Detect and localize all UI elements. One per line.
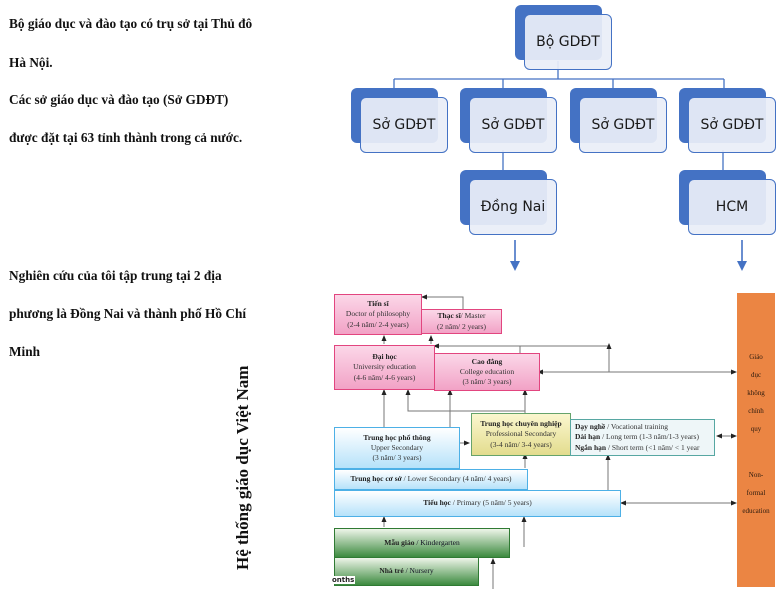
box-english: / Kindergarten [414, 537, 460, 547]
box-english: / Long term (1-3 năm/1-3 years) [600, 432, 699, 442]
box-english: University education [353, 362, 416, 372]
box-duration: (3 năm/ 3 years) [372, 453, 422, 463]
box-english: College education [459, 366, 515, 376]
box-duration: (2 năm/ 2 years) [437, 321, 486, 331]
org-node-label: Bộ GDĐT [524, 14, 612, 70]
research-text-line: phương là Đồng Nai và thành phố Hồ Chí [9, 306, 247, 321]
box-english: Upper Secondary [370, 442, 424, 452]
nonformal-vi: quy [750, 425, 762, 433]
org-node-so-gddt: Sở GDĐT [679, 88, 779, 153]
nonformal-vi: chính [748, 407, 764, 415]
box-english: / Primary (5 năm/ 5 years) [450, 498, 532, 508]
research-text-line: Minh [9, 344, 41, 359]
box-title: Mẫu giáo [384, 537, 415, 547]
box-duration: (3 năm/ 3 years) [462, 377, 512, 387]
down-arrows [510, 240, 747, 271]
org-node-label: Sở GDĐT [360, 97, 448, 153]
org-node-so-gddt: Sở GDĐT [351, 88, 451, 153]
edu-box-university: Đại học University education (4-6 năm/ 4… [334, 345, 435, 390]
edu-box-primary: Tiểu học / Primary (5 năm/ 5 years) [334, 490, 621, 517]
edu-box-upper-secondary: Trung học phổ thông Upper Secondary (3 n… [334, 427, 460, 469]
box-duration: (4-6 năm/ 4-6 years) [353, 372, 416, 382]
box-line: Nhà trẻ / Nursery [379, 566, 433, 576]
box-english: / Lower Secondary (4 năm/ 4 years) [401, 474, 512, 484]
org-node-label: Đồng Nai [469, 179, 557, 235]
box-title: Thạc sĩ [437, 311, 461, 321]
down-arrow-icon [737, 261, 747, 271]
org-node-label: HCM [688, 179, 776, 235]
org-node-dong-nai: Đồng Nai [460, 170, 560, 235]
intro-text-line: Hà Nội. [9, 55, 53, 70]
edu-arrowheads [381, 294, 737, 564]
edu-box-lower-secondary: Trung học cơ sở / Lower Secondary (4 năm… [334, 469, 528, 490]
box-line: Ngắn hạn / Short term (<1 năm/ < 1 year [575, 443, 700, 453]
box-title: Tiến sĩ [367, 299, 389, 309]
box-title: Nhà trẻ [379, 566, 404, 576]
box-line: Thạc sĩ/ Master [438, 311, 486, 321]
box-english: / Nursery [403, 566, 434, 576]
box-english: / Master [460, 311, 486, 321]
box-english: / Vocational training [605, 422, 669, 432]
research-text-line: Nghiên cứu của tôi tập trung tại 2 địa [9, 268, 222, 283]
edu-box-doctor: Tiến sĩ Doctor of philosophy (2-4 năm/ 2… [334, 294, 422, 335]
org-node-label: Sở GDĐT [469, 97, 557, 153]
edu-box-vocational: Dạy nghề / Vocational training Dài hạn /… [570, 419, 715, 456]
nonformal-vi: Giáo [749, 353, 763, 361]
edu-connectors [383, 296, 735, 589]
box-title: Trung học phổ thông [363, 432, 431, 442]
box-english: / Short term (<1 năm/ < 1 year [606, 442, 700, 452]
box-term: Ngắn hạn [575, 442, 607, 452]
nonformal-education-column: Giáo dục không chính quy Non- formal edu… [737, 293, 775, 587]
months-label: onths [331, 576, 356, 584]
org-node-so-gddt: Sở GDĐT [460, 88, 560, 153]
nonformal-en: Non- [748, 471, 764, 479]
org-node-label: Sở GDĐT [688, 97, 776, 153]
nonformal-en: education [742, 507, 770, 515]
edu-box-nursery: Nhà trẻ / Nursery [334, 557, 479, 586]
box-line: Tiểu học / Primary (5 năm/ 5 years) [423, 498, 531, 508]
intro-text-line: Bộ giáo dục và đào tạo có trụ sở tại Thủ… [9, 16, 253, 31]
org-node-bo-gddt: Bộ GDĐT [515, 5, 615, 70]
org-node-so-gddt: Sở GDĐT [570, 88, 670, 153]
box-line: Mẫu giáo / Kindergarten [384, 538, 459, 548]
box-line: Trung học cơ sở / Lower Secondary (4 năm… [350, 474, 511, 484]
box-title: Cao đẳng [471, 356, 503, 366]
nonformal-vi: không [747, 389, 765, 397]
box-english: Doctor of philosophy [345, 309, 411, 319]
intro-text-line: được đặt tại 63 tỉnh thành trong cả nước… [9, 130, 243, 145]
org-node-label: Sở GDĐT [579, 97, 667, 153]
box-title: Tiểu học [423, 498, 451, 508]
box-title: Dạy nghề [575, 422, 606, 432]
edu-box-professional-secondary: Trung học chuyên nghiệp Professional Sec… [471, 413, 571, 456]
box-title: Trung học cơ sở [350, 474, 402, 484]
edu-box-college: Cao đẳng College education (3 năm/ 3 yea… [434, 353, 540, 391]
org-node-hcm: HCM [679, 170, 779, 235]
nonformal-en: formal [746, 489, 766, 497]
box-title: Đại học [372, 352, 397, 362]
box-title: Trung học chuyên nghiệp [480, 419, 562, 429]
box-english: Professional Secondary [485, 429, 557, 439]
down-arrow-icon [510, 261, 520, 271]
box-duration: (2-4 năm/ 2-4 years) [347, 319, 409, 329]
edu-box-master: Thạc sĩ/ Master (2 năm/ 2 years) [421, 309, 502, 334]
intro-text-line: Các sở giáo dục và đào tạo (Sở GDĐT) [9, 92, 229, 107]
box-duration: (3-4 năm/ 3-4 years) [490, 439, 552, 449]
nonformal-vi: dục [750, 371, 762, 379]
box-line: Dạy nghề / Vocational training [575, 422, 668, 432]
box-term: Dài hạn [575, 432, 601, 442]
edu-box-kindergarten: Mẫu giáo / Kindergarten [334, 528, 510, 558]
box-line: Dài hạn / Long term (1-3 năm/1-3 years) [575, 432, 699, 442]
